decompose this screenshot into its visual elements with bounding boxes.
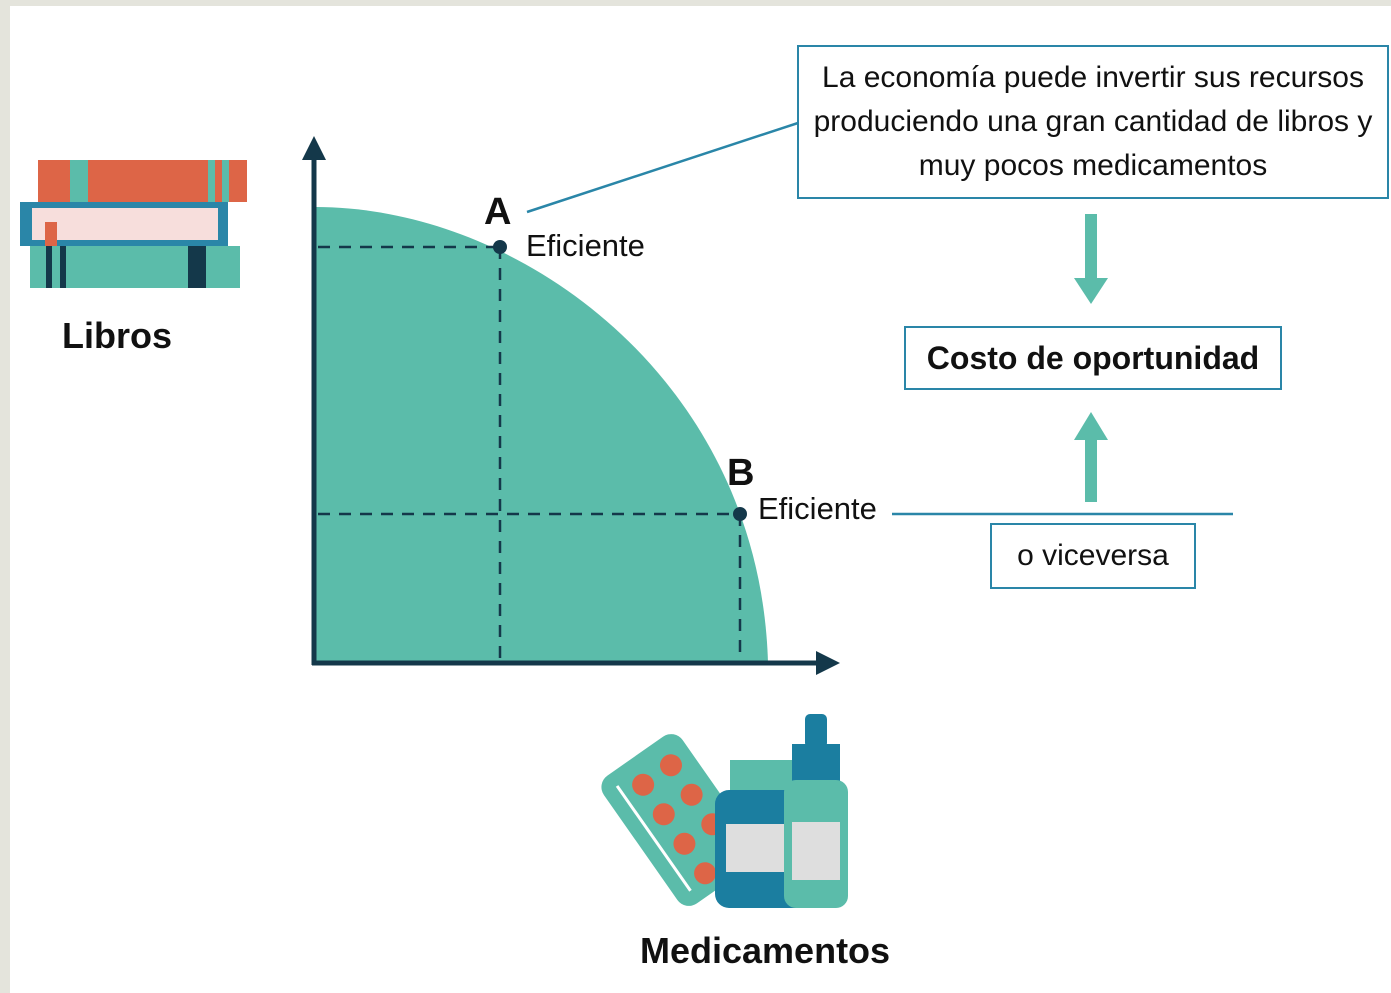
vice-versa-text: o viceversa [1017, 539, 1169, 572]
point-a-callout-line [526, 121, 799, 214]
opportunity-cost-box: Costo de oportunidad [904, 326, 1282, 390]
description-box: La economía puede invertir sus recursos … [797, 45, 1389, 199]
point-a-status: Eficiente [526, 228, 645, 263]
production-frontier-area [316, 207, 768, 663]
x-axis-label: Medicamentos [640, 930, 891, 971]
opportunity-cost-text: Costo de oportunidad [926, 339, 1260, 376]
description-text: La economía puede invertir sus recursos … [813, 61, 1373, 182]
y-axis-arrowhead [302, 136, 326, 160]
arrow-down-icon [1074, 214, 1108, 304]
point-b-letter: B [727, 452, 755, 494]
point-a-letter: A [484, 191, 512, 233]
books-icon [20, 160, 247, 288]
x-axis-arrowhead [816, 651, 840, 675]
point-a-marker [493, 240, 507, 254]
arrow-up-icon [1074, 412, 1108, 502]
point-b-marker [733, 507, 747, 521]
medicines-icon [601, 714, 848, 908]
y-axis-label: Libros [62, 315, 173, 356]
vice-versa-box: o viceversa [990, 523, 1196, 589]
point-b-status: Eficiente [758, 491, 877, 526]
